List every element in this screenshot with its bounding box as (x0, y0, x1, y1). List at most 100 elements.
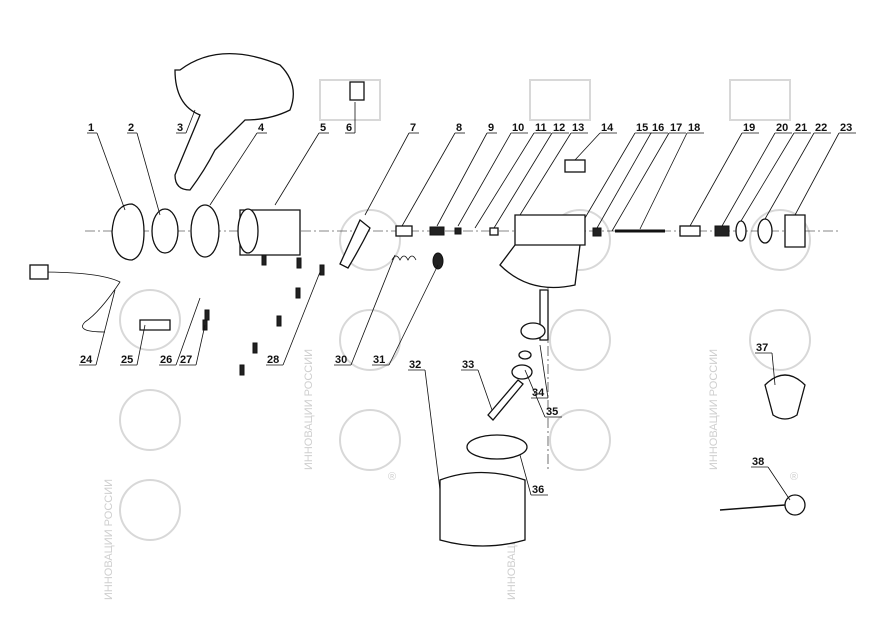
part-callout: 36 (519, 454, 548, 496)
part-callout: 3 (176, 109, 196, 134)
air-filter-cover (111, 203, 145, 261)
leader-line (175, 297, 201, 366)
part-number: 28 (267, 354, 279, 366)
leader-line (350, 254, 396, 366)
nozzle (714, 225, 730, 237)
part-callout: 34 (531, 344, 549, 399)
part-callout: 35 (524, 369, 562, 418)
seal-ring (190, 204, 220, 258)
leader-line (424, 369, 441, 491)
part-number: 1 (88, 122, 94, 134)
part-callout: 23 (794, 122, 856, 216)
nozzle-tip (679, 225, 701, 237)
leader-line (584, 132, 636, 219)
part-callout: 10 (457, 122, 528, 227)
leader-line (771, 352, 776, 386)
leader-line (401, 132, 456, 227)
watermark-tagline: ИННОВАЦИИ РОССИИ (303, 349, 315, 470)
plug (29, 264, 49, 280)
part-callout: 32 (408, 359, 441, 491)
part-number: 22 (815, 122, 827, 134)
cord-sleeve (139, 319, 171, 331)
valve-body (511, 364, 533, 380)
part-callout: 25 (120, 324, 146, 366)
part-number: 4 (258, 122, 265, 134)
switch (349, 81, 365, 101)
leader-line (740, 132, 795, 222)
pump-body (499, 214, 586, 289)
part-number: 18 (688, 122, 700, 134)
part-number: 6 (346, 122, 352, 134)
part-number: 9 (488, 122, 494, 134)
handle-housing (174, 52, 294, 191)
part-callout: 17 (611, 122, 686, 232)
part-callout: 21 (740, 122, 811, 222)
clip (564, 159, 586, 173)
leader-line (596, 132, 652, 229)
part-number: 25 (121, 354, 133, 366)
leader-line (689, 132, 743, 227)
part-number: 35 (546, 406, 558, 418)
part-number: 36 (532, 484, 544, 496)
watermark-mark: ® (388, 471, 396, 483)
part-callout: 11 (474, 122, 551, 229)
part-callout: 18 (639, 122, 704, 230)
part-callout: 37 (755, 342, 776, 386)
part-number: 14 (601, 122, 614, 134)
part-number: 24 (80, 354, 93, 366)
leader-line (436, 132, 488, 227)
leader-line (95, 289, 116, 366)
part-callout: 30 (334, 254, 396, 366)
part-number: 33 (462, 359, 474, 371)
valve (454, 227, 462, 235)
filter (520, 322, 546, 340)
part-callout: 2 (127, 122, 161, 216)
piston (395, 225, 413, 237)
leader-line (477, 369, 493, 411)
part-callout: 27 (179, 324, 206, 366)
part-callout: 12 (493, 122, 569, 229)
leader-line (136, 324, 146, 366)
leader-line (794, 132, 840, 216)
part-callout: 4 (209, 122, 267, 206)
leader-line (185, 109, 196, 134)
leader-line (195, 324, 206, 366)
part-number: 27 (180, 354, 192, 366)
bushing (489, 227, 499, 236)
trigger (339, 218, 371, 269)
leader-line (388, 264, 439, 366)
part-number: 20 (776, 122, 788, 134)
container (439, 471, 526, 547)
leader-line (493, 132, 553, 229)
part-number: 3 (177, 122, 183, 134)
part-callout: 20 (721, 122, 792, 227)
leader-line (209, 132, 258, 206)
filter-ring (151, 208, 179, 254)
part-callout: 5 (274, 122, 329, 206)
watermark-tagline: ИННОВАЦИИ РОССИИ (708, 349, 720, 470)
leader-line (767, 466, 791, 501)
part-number: 11 (535, 122, 547, 134)
part-number: 12 (553, 122, 565, 134)
leader-line (639, 132, 688, 230)
part-callout: 16 (596, 122, 668, 229)
part-callout: 7 (364, 122, 419, 216)
part-number: 16 (652, 122, 664, 134)
leader-line (274, 132, 320, 206)
part-number: 7 (410, 122, 416, 134)
part-number: 38 (752, 456, 764, 468)
part-number: 30 (335, 354, 347, 366)
part-number: 23 (840, 122, 852, 134)
part-number: 17 (670, 122, 682, 134)
part-number: 21 (795, 122, 807, 134)
part-number: 2 (128, 122, 134, 134)
leader-line (474, 132, 535, 229)
power-cord (39, 271, 121, 333)
part-number: 37 (756, 342, 768, 354)
gasket (466, 434, 528, 460)
part-callout: 13 (519, 122, 588, 216)
leader-line (282, 271, 321, 366)
leader-line (364, 132, 410, 216)
leader-line (611, 132, 670, 232)
